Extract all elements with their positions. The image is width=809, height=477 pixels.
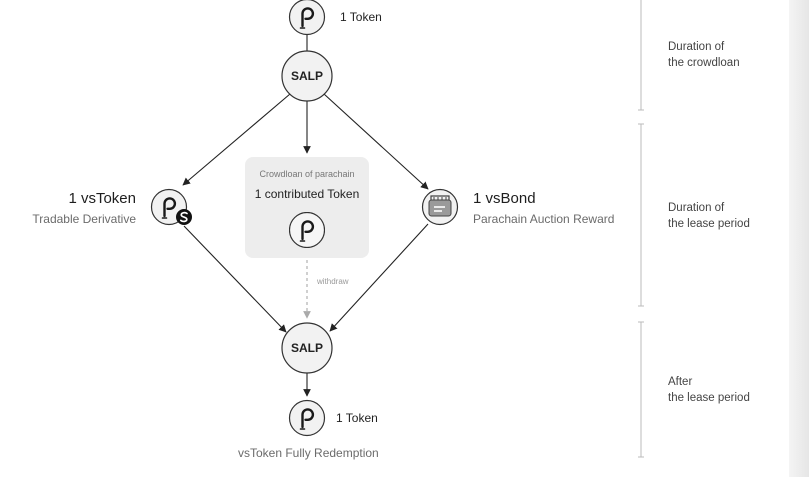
crowdloan-polkadot-icon (289, 212, 325, 248)
phase-lease-line2: the lease period (668, 218, 750, 230)
top-token-polkadot-icon (288, 0, 326, 36)
phase-after-lease-line1: After (668, 376, 693, 388)
vsbond-title: 1 vsBond (473, 190, 536, 207)
phase-dividers (638, 0, 644, 458)
vstoken-subtitle: Tradable Derivative (32, 212, 136, 226)
vsbond-bond-box-icon (421, 188, 459, 226)
bottom-caption: vsToken Fully Redemption (238, 446, 379, 460)
phase-crowdloan: Duration of the crowdloan (668, 39, 740, 71)
phase-lease-line1: Duration of (668, 202, 725, 214)
vsbond-subtitle: Parachain Auction Reward (473, 212, 615, 226)
phase-lease: Duration of the lease period (668, 200, 750, 232)
vstoken-title: 1 vsToken (68, 190, 136, 207)
right-edge-strip (789, 0, 809, 477)
edge-vstoken-to-salp (183, 225, 287, 333)
vstoken-polkadot-s-badge-icon (150, 188, 192, 226)
salp-bottom-node (281, 322, 333, 374)
phase-crowdloan-line2: the crowdloan (668, 57, 740, 69)
edge-salp-to-vsbond (323, 93, 429, 190)
withdraw-label: withdraw (317, 277, 349, 286)
top-token-label: 1 Token (340, 10, 382, 24)
salp-top-label: SALP (290, 69, 323, 83)
bottom-token-label: 1 Token (336, 411, 378, 425)
crowdloan-box-main-label: 1 contributed Token (254, 187, 360, 201)
phase-after-lease: After the lease period (668, 374, 750, 406)
crowdloan-box-title: Crowdloan of parachain (259, 169, 355, 179)
phase-crowdloan-line1: Duration of (668, 41, 725, 53)
salp-top-node (281, 50, 333, 102)
phase-after-lease-line2: the lease period (668, 392, 750, 404)
bottom-token-polkadot-icon (288, 399, 326, 437)
salp-bottom-label: SALP (290, 341, 323, 355)
edge-vsbond-to-salp (329, 223, 429, 332)
edge-salp-to-vstoken (182, 93, 291, 186)
